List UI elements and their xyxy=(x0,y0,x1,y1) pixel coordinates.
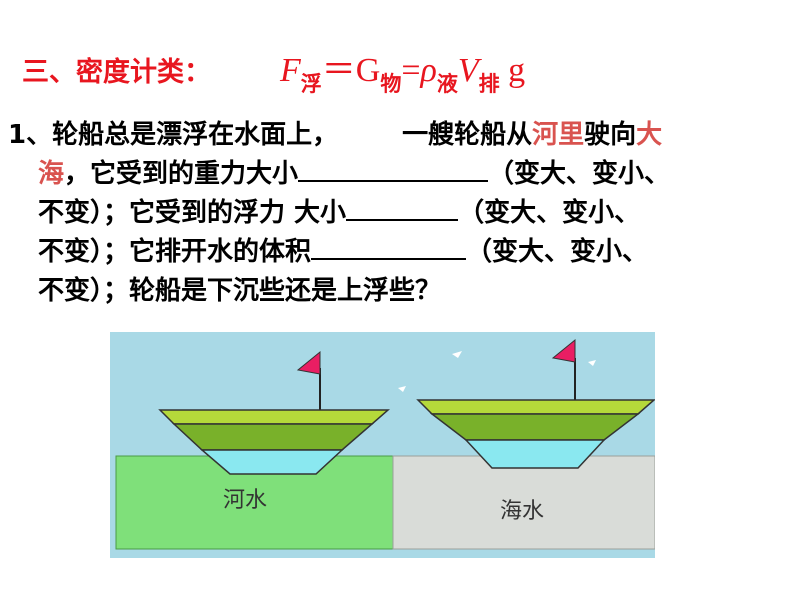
formula-rho: ρ xyxy=(420,52,437,89)
problem-line-4: 不变）；它排开水的体积 （变大、变小、 xyxy=(8,233,788,272)
hull-bottom xyxy=(199,449,344,475)
formula-G-sub: 物 xyxy=(380,72,402,96)
problem-l1-a: 1、轮船总是漂浮在水面上， xyxy=(8,120,339,150)
bird-icon xyxy=(398,386,406,392)
formula-F-sub: 浮 xyxy=(300,72,322,96)
river-label: 河水 xyxy=(223,488,268,513)
sea-ship xyxy=(416,338,655,469)
formula-eq1: ＝G xyxy=(321,52,381,89)
problem-l5-a: 不变）；轮船是下沉些还是上浮些？ xyxy=(38,276,442,306)
bird-icon xyxy=(588,360,596,366)
formula-F: F xyxy=(280,52,301,89)
problem-sea-highlight-1: 大 xyxy=(636,120,663,150)
hull-middle xyxy=(172,423,375,451)
problem-l3-a: 不变）；它受到的浮力 大小 xyxy=(38,198,347,228)
problem-l4-a: 不变）；它排开水的体积 xyxy=(38,237,312,267)
heading-prefix: 三、密度计类： xyxy=(22,57,211,88)
formula-g: g xyxy=(508,52,526,89)
problem-line-3: 不变）；它受到的浮力 大小 （变大、变小、 xyxy=(8,194,788,233)
river-ship xyxy=(158,350,390,475)
problem-l3-b: （变大、变小、 xyxy=(458,198,641,228)
problem-line-5: 不变）；轮船是下沉些还是上浮些？ xyxy=(8,272,788,311)
answer-blank-volume[interactable] xyxy=(311,234,467,260)
buoyancy-formula: F浮＝G物=ρ液V排 g xyxy=(280,42,526,96)
problem-sea-highlight-2: 海 xyxy=(38,159,65,189)
flag-icon xyxy=(296,350,321,375)
problem-l2-b: ，它受到的重力大小 xyxy=(64,159,299,189)
problem-line-1: 1、轮船总是漂浮在水面上， 一艘轮船从河里驶向大 xyxy=(8,116,788,155)
formula-rho-sub: 液 xyxy=(436,72,458,96)
hull-top xyxy=(416,399,655,415)
formula-V-sub: 排 xyxy=(478,72,500,96)
answer-blank-buoyancy[interactable] xyxy=(346,195,459,221)
hull-middle xyxy=(429,413,641,441)
answer-blank-gravity[interactable] xyxy=(298,156,489,182)
hull-bottom xyxy=(464,439,606,469)
flag-icon xyxy=(551,338,576,363)
formula-V: V xyxy=(457,52,479,89)
problem-text: 1、轮船总是漂浮在水面上， 一艘轮船从河里驶向大 海，它受到的重力大小 （变大、变小… xyxy=(8,116,788,311)
sea-water xyxy=(392,455,655,550)
problem-l2-c: （变大、变小、 xyxy=(488,159,671,189)
sea-label: 海水 xyxy=(500,499,545,524)
problem-l1-b: 一艘轮船从 xyxy=(402,120,533,150)
problem-line-2: 海，它受到的重力大小 （变大、变小、 xyxy=(8,155,788,194)
problem-l1-d: 驶向 xyxy=(584,120,637,150)
problem-l4-b: （变大、变小、 xyxy=(466,237,649,267)
hull-top xyxy=(158,409,390,425)
ship-illustration-svg xyxy=(110,332,655,558)
bird-icon xyxy=(452,351,462,358)
formula-eq2: = xyxy=(401,52,421,89)
problem-river-highlight: 河里 xyxy=(532,120,585,150)
ship-illustration: 河水 海水 xyxy=(110,332,655,558)
